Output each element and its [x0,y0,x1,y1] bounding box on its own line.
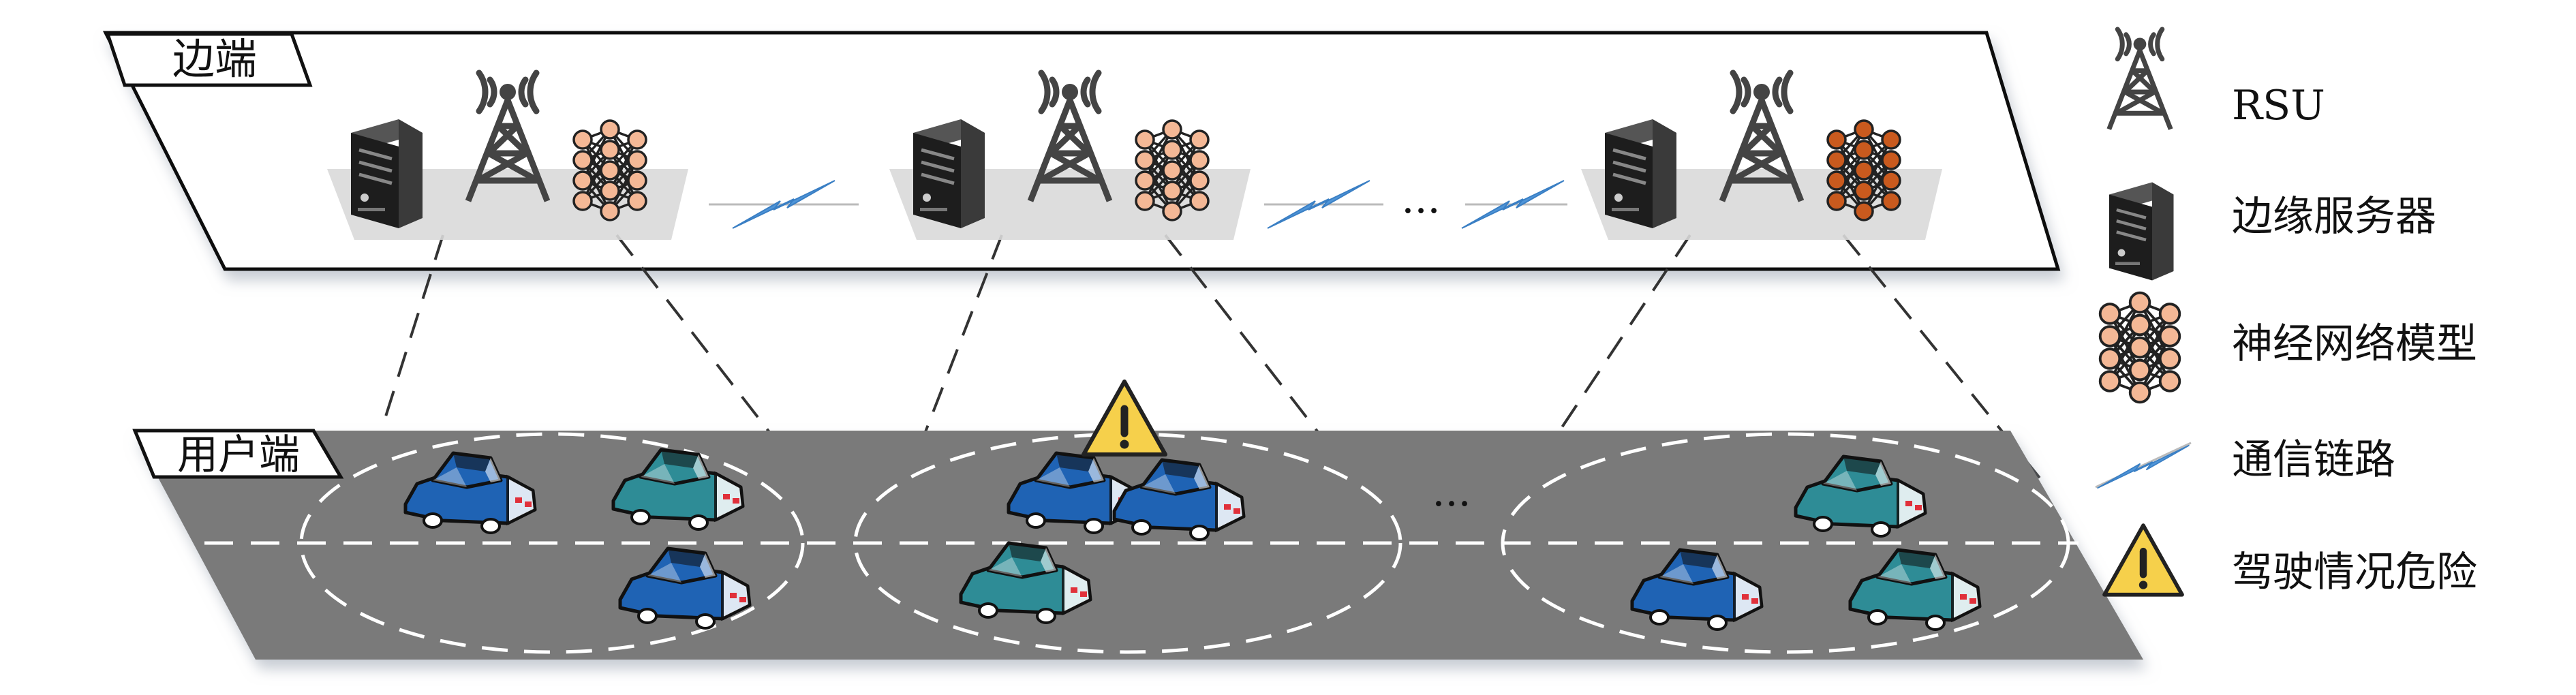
edge-layer: 边端 [102,31,2061,492]
legend-item-link: 通信链路 [2095,436,2395,489]
edge-server-icon [1605,119,1676,228]
user-layer-label: 用户端 [177,431,300,479]
edge-node-platforms [327,169,1942,240]
legend-label-danger: 驾驶情况危险 [2232,549,2477,596]
edge-ellipsis: ... [1401,175,1440,223]
legend: RSU 边缘服务器 神经网络模型 通信链路 驾驶情况危险 [2095,29,2477,596]
user-layer: 用户端 ... [132,382,2143,660]
legend-label-rsu: RSU [2232,82,2325,129]
user-label-tab [132,429,344,479]
warning-icon [1084,382,1165,454]
edge-layer-label: 边端 [172,34,257,84]
neural-network-icon [2098,291,2181,404]
rsu-tower-icon [2109,29,2171,129]
legend-item-rsu: RSU [2109,29,2325,129]
edge-server-icon [351,119,423,228]
legend-item-danger: 驾驶情况危险 [2104,525,2477,596]
communication-link-icon [2096,444,2190,489]
warning-icon [2104,525,2182,595]
edge-links [709,180,1567,229]
legend-label-link: 通信链路 [2232,436,2395,484]
edge-server-icon [913,119,985,228]
legend-label-nn: 神经网络模型 [2232,320,2477,368]
legend-item-nn: 神经网络模型 [2098,291,2477,404]
edge-server-icon [2109,183,2174,281]
legend-item-server: 边缘服务器 [2109,183,2436,281]
user-ellipsis: ... [1432,468,1471,516]
edge-label-tab [105,32,313,87]
legend-label-server: 边缘服务器 [2232,193,2436,241]
